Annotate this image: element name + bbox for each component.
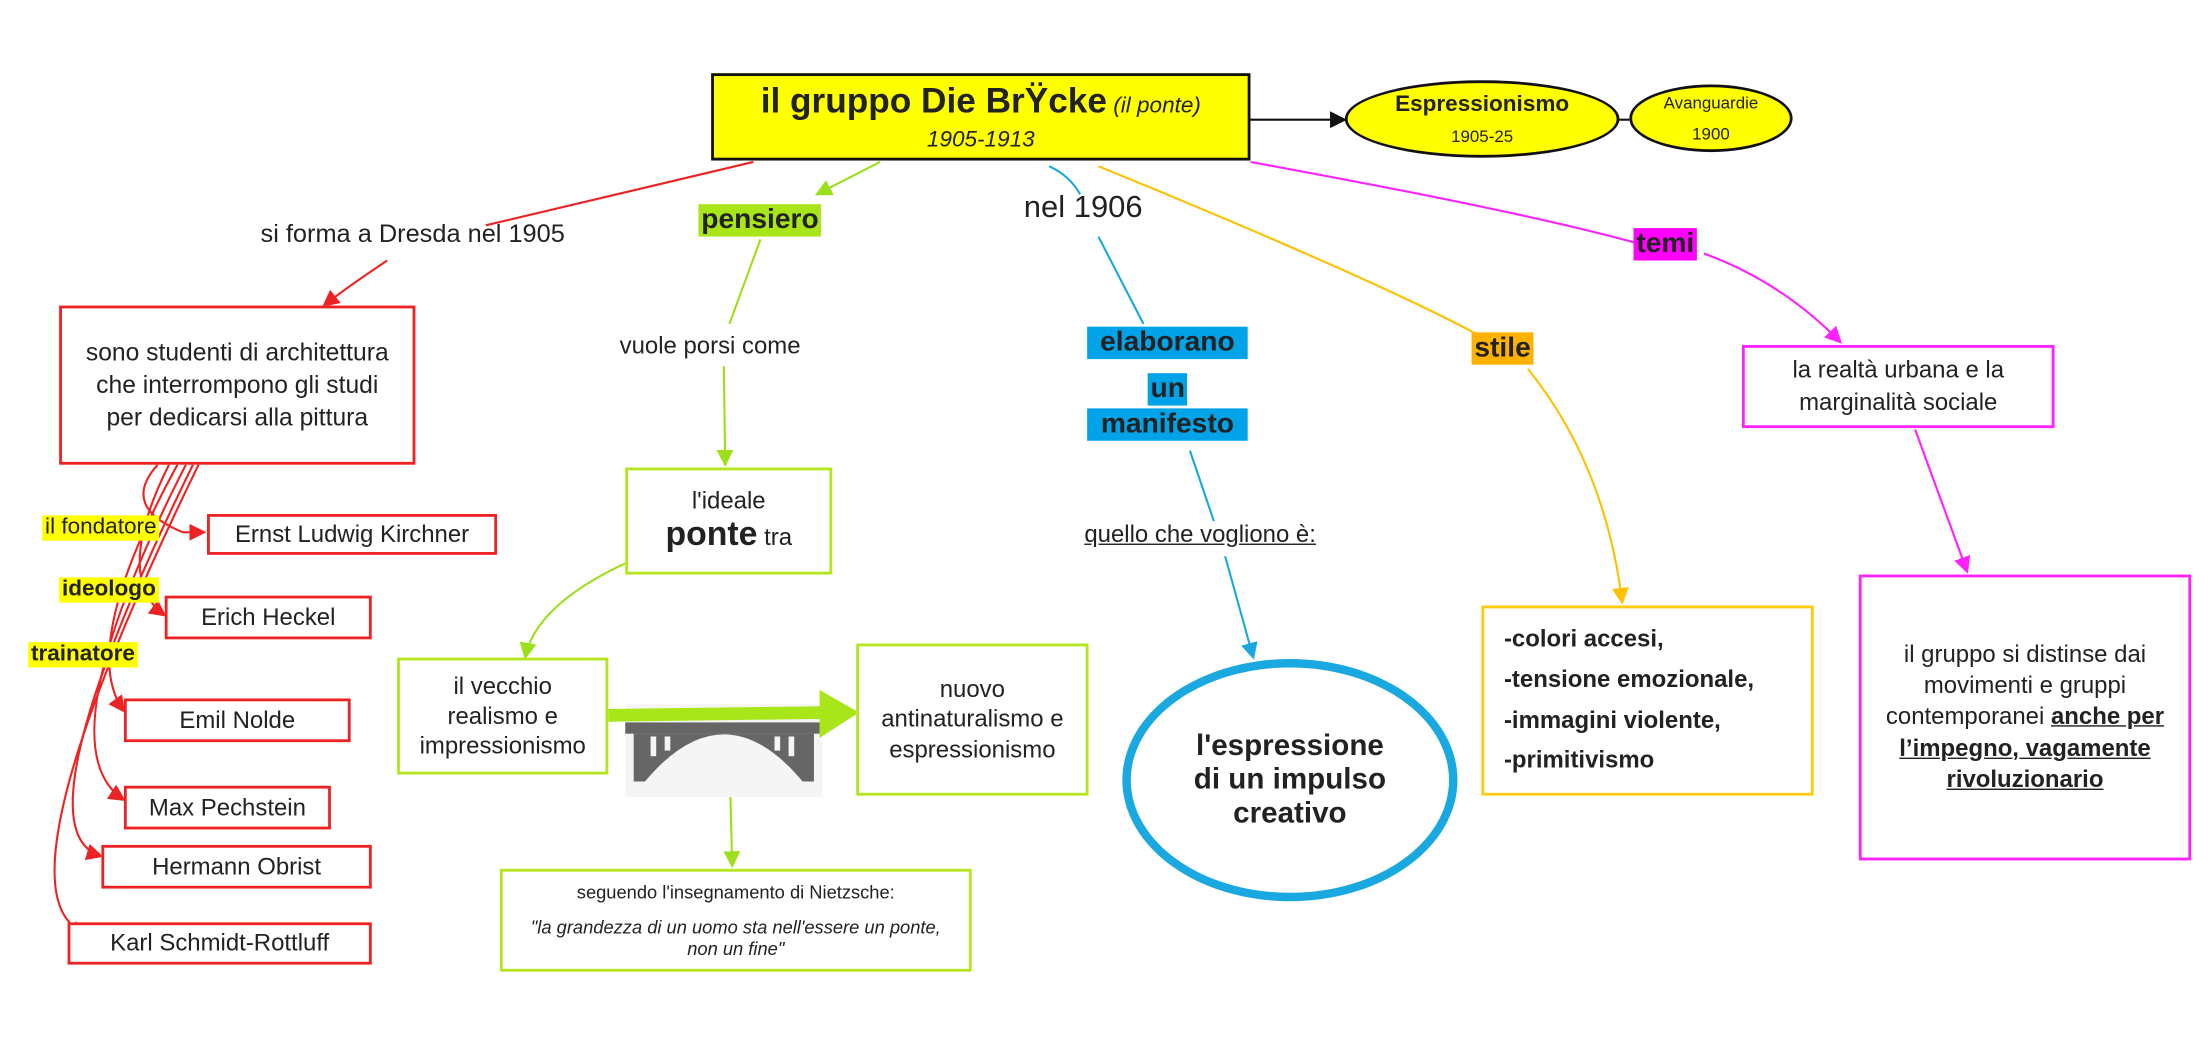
- title-main: il gruppo Die BrŸcke: [760, 80, 1107, 121]
- realta-line: marginalità sociale: [1799, 387, 1998, 415]
- studenti-node[interactable]: sono studenti di architettura che interr…: [59, 305, 416, 465]
- nietzsche-intro: seguendo l'insegnamento di Nietzsche:: [576, 881, 895, 903]
- ideale-text: l'ideale: [691, 487, 766, 514]
- member-obrist[interactable]: Hermann Obrist: [101, 844, 372, 889]
- espressione-node[interactable]: l'espressione di un impulso creativo: [1122, 659, 1458, 902]
- distinse-bold-text: anche per l’impegno, vagamente rivoluzio…: [1899, 703, 2165, 793]
- avanguardie-years: 1900: [1692, 123, 1730, 144]
- ideale-ponte-node[interactable]: l'ideale ponte tra: [625, 467, 833, 575]
- espressione-line: creativo: [1233, 797, 1347, 830]
- vecchio-line: realismo e: [447, 702, 558, 730]
- avanguardie-label: Avanguardie: [1663, 92, 1759, 113]
- member-heckel[interactable]: Erich Heckel: [164, 595, 372, 640]
- studenti-line: per dedicarsi alla pittura: [106, 402, 369, 431]
- nuovo-line: antinaturalismo e: [881, 706, 1064, 733]
- role-fondatore: il fondatore: [42, 515, 160, 542]
- distinse-node[interactable]: il gruppo si distinse dai movimenti e gr…: [1858, 574, 2192, 861]
- nietzsche-quote: "la grandezza di un uomo sta nell'essere…: [530, 916, 941, 959]
- distinse-text: il gruppo si distinse dai movimenti e gr…: [1885, 641, 2147, 731]
- member-kirchner[interactable]: Ernst Ludwig Kirchner: [207, 513, 498, 555]
- nuovo-node[interactable]: nuovo antinaturalismo e espressionismo: [856, 643, 1089, 796]
- elaborano-tag: elaborano: [1087, 326, 1248, 360]
- ponte-text: ponte: [665, 515, 758, 554]
- vecchio-node[interactable]: il vecchio realismo e impressionismo: [397, 657, 609, 775]
- un-tag: un: [1147, 373, 1188, 406]
- member-pechstein[interactable]: Max Pechstein: [123, 785, 331, 830]
- title-node[interactable]: il gruppo Die BrŸcke (il ponte) 1905-191…: [711, 73, 1251, 161]
- title-sub: (il ponte): [1113, 93, 1201, 118]
- vecchio-line: impressionismo: [419, 732, 586, 760]
- nuovo-line: nuovo: [939, 676, 1005, 703]
- espressionismo-label: Espressionismo: [1395, 92, 1570, 117]
- stile-item: -primitivismo: [1503, 746, 1655, 774]
- nietzsche-node[interactable]: seguendo l'insegnamento di Nietzsche: "l…: [499, 868, 972, 972]
- member-schmidt-rottluff[interactable]: Karl Schmidt-Rottluff: [67, 922, 372, 965]
- stile-node[interactable]: -colori accesi, -tensione emozionale, -i…: [1481, 605, 1814, 796]
- manifesto-tag: manifesto: [1087, 408, 1248, 441]
- nuovo-line: espressionismo: [889, 735, 1056, 763]
- quello-che-vogliono-label: quello che vogliono è:: [1084, 521, 1316, 548]
- avanguardie-node[interactable]: Avanguardie 1900: [1629, 84, 1793, 153]
- studenti-line: che interrompono gli studi: [96, 370, 379, 399]
- espressionismo-node[interactable]: Espressionismo 1905-25: [1344, 80, 1620, 158]
- vuole-porsi-label: vuole porsi come: [619, 332, 801, 360]
- vecchio-line: il vecchio: [453, 672, 552, 700]
- nel-1906-label: nel 1906: [1023, 188, 1143, 224]
- tra-text: tra: [764, 523, 793, 551]
- stile-item: -colori accesi,: [1503, 624, 1664, 652]
- bridge-arrow: [608, 706, 824, 722]
- espressione-line: di un impulso: [1193, 763, 1387, 796]
- role-trainatore: trainatore: [28, 642, 138, 669]
- member-nolde[interactable]: Emil Nolde: [123, 698, 351, 743]
- dresda-link-label: si forma a Dresda nel 1905: [260, 219, 565, 248]
- studenti-line: sono studenti di architettura: [85, 338, 389, 367]
- stile-item: -immagini violente,: [1503, 706, 1721, 733]
- role-ideologo: ideologo: [59, 577, 159, 604]
- title-years: 1905-1913: [926, 127, 1035, 152]
- temi-tag: temi: [1633, 228, 1698, 261]
- espressione-line: l'espressione: [1195, 729, 1384, 762]
- pensiero-tag: pensiero: [698, 204, 822, 237]
- realta-line: la realtà urbana e la: [1792, 356, 2005, 384]
- espressionismo-years: 1905-25: [1451, 126, 1514, 146]
- realta-urbana-node[interactable]: la realtà urbana e la marginalità social…: [1741, 345, 2055, 429]
- stile-tag: stile: [1471, 332, 1534, 365]
- stile-item: -tensione emozionale,: [1503, 665, 1755, 693]
